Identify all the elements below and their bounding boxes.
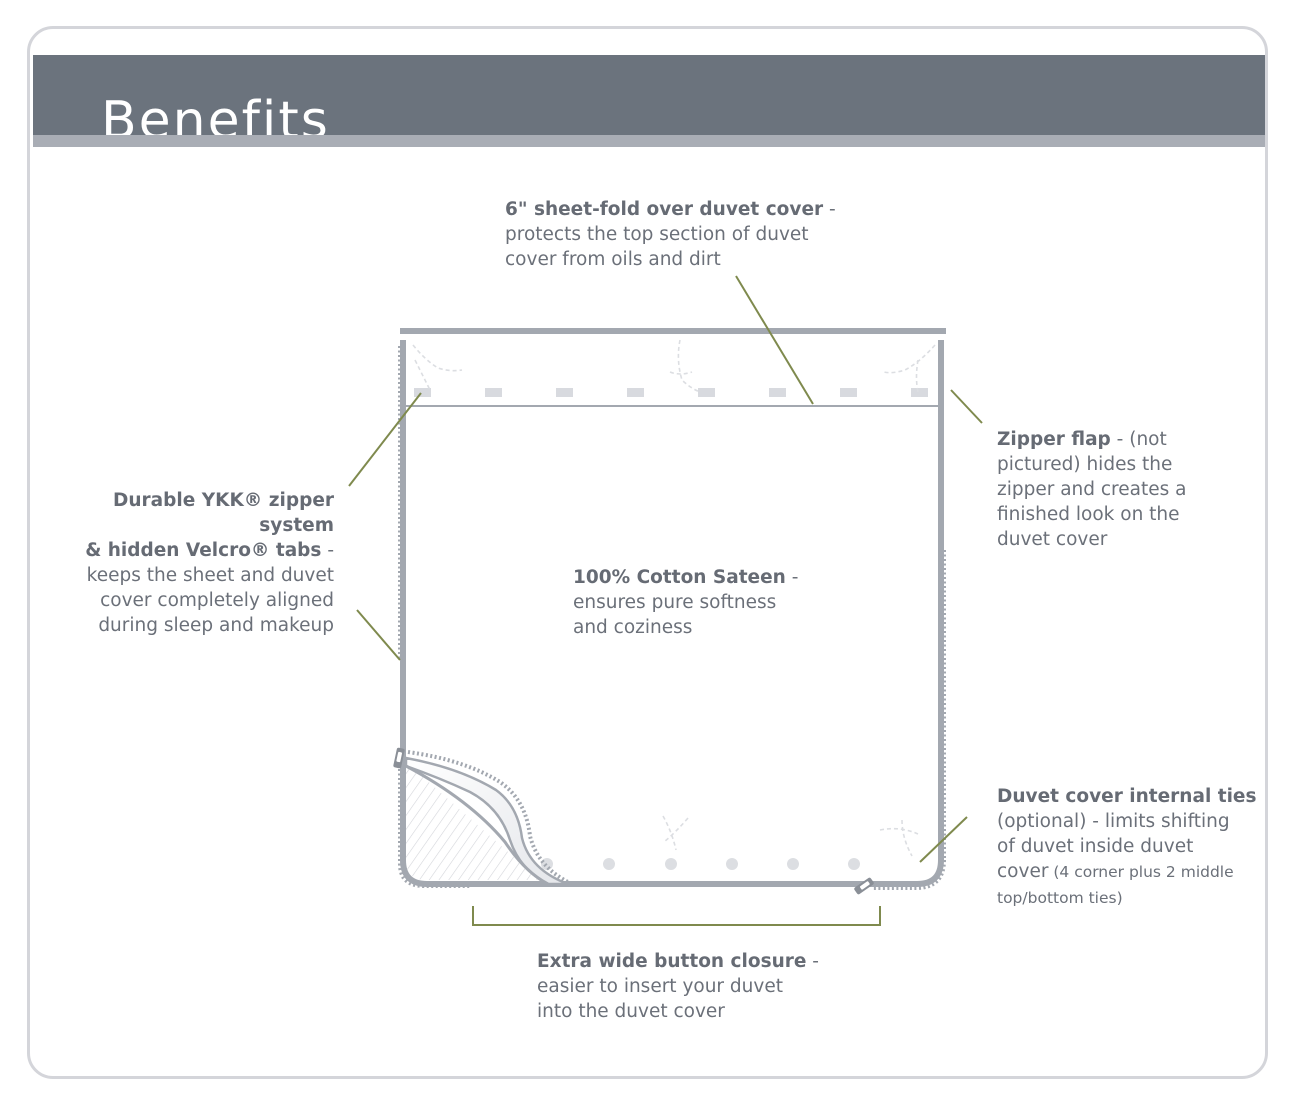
- callout-ties-note: top/bottom ties): [997, 889, 1123, 907]
- callout-ties-text: cover: [997, 861, 1049, 882]
- zipper-bottom-right: [872, 859, 946, 890]
- callout-button-text: into the duvet cover: [537, 1001, 725, 1022]
- callout-ykk-text: during sleep and makeup: [98, 615, 334, 636]
- callout-zipper-flap-heading: Zipper flap: [997, 429, 1111, 450]
- callout-cotton-heading: 100% Cotton Sateen: [573, 567, 786, 588]
- callout-ties-heading: Duvet cover internal ties: [997, 786, 1257, 807]
- callout-zipper-flap-text: duvet cover: [997, 529, 1108, 550]
- callout-ykk-zipper: Durable YKK® zipper system & hidden Velc…: [34, 488, 334, 638]
- callout-ties-text: (optional) - limits shifting: [997, 811, 1230, 832]
- leader-lines: [348, 275, 983, 926]
- callout-ties-note: (4 corner plus 2 middle: [1048, 863, 1234, 881]
- callout-button-text: -: [806, 951, 819, 972]
- zipper-pull-icon: [854, 877, 874, 895]
- callout-zipper-flap-text: pictured) hides the: [997, 454, 1173, 475]
- callout-zipper-flap: Zipper flap - (not pictured) hides the z…: [997, 427, 1237, 552]
- benefits-card: Benefits: [27, 26, 1268, 1079]
- callout-zipper-flap-text: finished look on the: [997, 504, 1180, 525]
- callout-cotton-text: -: [785, 567, 799, 588]
- callout-cotton-text: and coziness: [573, 617, 693, 638]
- callout-ties-text: of duvet inside duvet: [997, 836, 1194, 857]
- callout-zipper-flap-text: - (not: [1110, 429, 1167, 450]
- callout-internal-ties: Duvet cover internal ties (optional) - l…: [997, 784, 1259, 911]
- velcro-tabs: [414, 388, 928, 397]
- callout-sheet-fold-text: - protects the top section of duvet: [505, 199, 836, 245]
- callout-sheet-fold-heading: 6" sheet-fold over duvet cover: [505, 199, 824, 220]
- zipper-pull-icon: [393, 747, 405, 769]
- callout-ykk-text: cover completely aligned: [100, 590, 334, 611]
- callout-ykk-heading: Durable YKK® zipper system: [113, 490, 334, 536]
- callout-zipper-flap-text: zipper and creates a: [997, 479, 1187, 500]
- callout-button-closure: Extra wide button closure - easier to in…: [537, 949, 837, 1024]
- internal-ties: [412, 339, 936, 857]
- callout-ykk-text: -: [321, 540, 334, 561]
- closure-buttons: [541, 858, 860, 870]
- callout-ykk-text: keeps the sheet and duvet: [86, 565, 334, 586]
- callout-sheet-fold-text: cover from oils and dirt: [505, 249, 721, 270]
- callout-cotton-text: ensures pure softness: [573, 592, 777, 613]
- callout-cotton-sateen: 100% Cotton Sateen - ensures pure softne…: [573, 565, 833, 640]
- peeled-corner: [398, 750, 573, 888]
- callout-button-heading: Extra wide button closure: [537, 951, 807, 972]
- callout-sheet-fold: 6" sheet-fold over duvet cover - protect…: [505, 197, 865, 272]
- duvet-outline: [400, 328, 946, 887]
- header-underline-band: [33, 135, 1265, 147]
- callout-ykk-heading: & hidden Velcro® tabs: [85, 540, 322, 561]
- callout-button-text: easier to insert your duvet: [537, 976, 783, 997]
